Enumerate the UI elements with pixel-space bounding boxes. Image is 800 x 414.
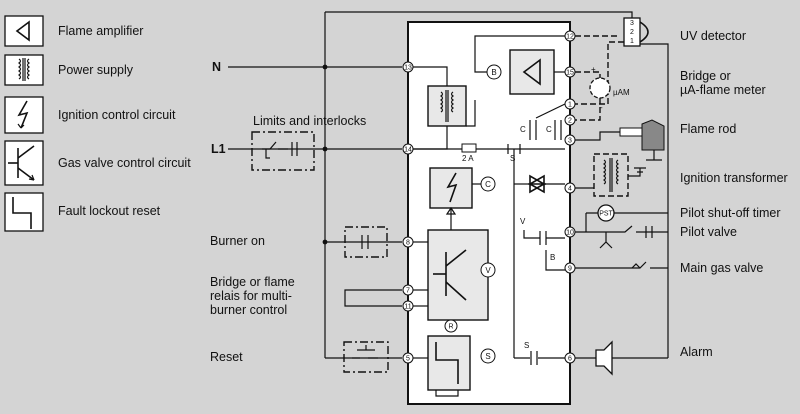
n-label: N [212, 60, 221, 74]
coupling-capacitors [529, 120, 562, 140]
svg-text:14: 14 [404, 147, 412, 154]
main-gas-valve-label: Main gas valve [680, 261, 763, 275]
legend-gas-valve-label: Gas valve control circuit [58, 156, 191, 170]
legend-power-supply-symbol [4, 54, 44, 86]
svg-text:10: 10 [566, 230, 574, 237]
internal-lightning-icon [446, 172, 458, 203]
ignition-transformer-label: Ignition transformer [680, 171, 788, 185]
svg-text:5: 5 [406, 356, 410, 363]
svg-text:S: S [524, 341, 529, 350]
l1-label: L1 [211, 142, 226, 156]
flame-amplifier-block [509, 49, 555, 95]
gas-valve-control-block [427, 229, 489, 321]
transformer-icon [17, 58, 31, 81]
flame-rod-symbol [641, 119, 665, 151]
bridge-jumper-wire [344, 289, 402, 307]
legend-power-supply-label: Power supply [58, 63, 134, 77]
lightning-icon [17, 100, 29, 129]
fuse-2a [461, 143, 477, 153]
svg-text:12: 12 [566, 34, 574, 41]
flame-rod-label: Flame rod [680, 122, 736, 136]
bridge-relais-label-3: burner control [210, 303, 287, 317]
svg-text:2: 2 [568, 118, 572, 125]
internal-lockout-icon [435, 342, 459, 384]
bridge-meter-label-1: Bridge or [680, 69, 731, 83]
legend-flame-amplifier-label: Flame amplifier [58, 24, 143, 38]
flame-meter-symbol [589, 77, 611, 99]
main-gas-valve-wire [575, 261, 668, 269]
alarm-label: Alarm [680, 345, 713, 359]
svg-text:11: 11 [404, 304, 411, 311]
legend-reset-symbol [4, 192, 44, 232]
limit-switch [262, 141, 288, 150]
svg-text:µAM: µAM [613, 88, 630, 97]
svg-text:2: 2 [630, 29, 634, 36]
ignition-transformer-icon [602, 158, 620, 192]
power-supply-block [427, 85, 467, 127]
bridge-meter-label-2: µA-flame meter [680, 83, 766, 97]
limits-label: Limits and interlocks [253, 114, 366, 128]
svg-text:S: S [510, 154, 515, 163]
legend: Flame amplifier Power supply Ignition co… [4, 15, 191, 232]
internal-transistor-icon [433, 249, 467, 301]
svg-text:1: 1 [568, 102, 572, 109]
svg-text:6: 6 [568, 356, 572, 363]
internal-transformer-icon [439, 90, 455, 122]
relay-v-coil [480, 262, 496, 278]
left-terminals: 13 14 8 7 11 5 [402, 61, 414, 364]
svg-text:8: 8 [406, 240, 410, 247]
svg-text:B: B [550, 253, 555, 262]
bridge-relais-label-1: Bridge or flame [210, 275, 295, 289]
bridge-relais-label-2: relais for multi- [210, 289, 292, 303]
svg-text:2 A: 2 A [462, 154, 474, 163]
fault-lockout-block [427, 335, 471, 391]
svg-text:13: 13 [404, 65, 412, 72]
uv-detector-label: UV detector [680, 29, 746, 43]
legend-flame-amplifier-symbol [4, 15, 44, 47]
ignition-control-block [429, 167, 473, 209]
reset-switch-box [343, 341, 389, 373]
legend-ignition-symbol [4, 96, 44, 134]
amplifier-icon [15, 20, 30, 42]
svg-text:9: 9 [568, 266, 572, 273]
ignition-transformer-box [593, 153, 629, 197]
pilot-valve-wire [575, 225, 668, 233]
top-wire [325, 11, 633, 22]
transistor-icon [8, 145, 35, 181]
legend-ignition-label: Ignition control circuit [58, 108, 176, 122]
pilot-valve-label: Pilot valve [680, 225, 737, 239]
burner-on-label: Burner on [210, 234, 265, 248]
svg-text:+: + [591, 65, 596, 74]
reset-label: Reset [210, 350, 243, 364]
relay-s-coil [480, 348, 496, 364]
svg-text:V: V [520, 217, 526, 226]
svg-text:4: 4 [568, 186, 572, 193]
uv-detector-symbol: 3 2 1 [623, 17, 649, 47]
svg-text:3: 3 [568, 138, 572, 145]
limits-interlocks-box [251, 131, 315, 171]
internal-amplifier-icon [522, 58, 541, 86]
alarm-horn-icon [595, 340, 613, 376]
svg-text:PST: PST [599, 211, 613, 218]
svg-text:-: - [600, 103, 603, 112]
legend-reset-label: Fault lockout reset [58, 204, 161, 218]
pilot-timer-label: Pilot shut-off timer [680, 206, 781, 220]
svg-text:R: R [448, 324, 453, 331]
svg-text:3: 3 [630, 20, 634, 27]
lockout-lamp-r [444, 319, 458, 333]
svg-text:V: V [485, 266, 491, 275]
svg-text:7: 7 [406, 288, 410, 295]
svg-text:B: B [491, 68, 496, 77]
svg-text:C: C [520, 125, 526, 134]
svg-text:C: C [485, 180, 491, 189]
svg-text:1: 1 [630, 38, 634, 45]
burner-on-contact-box [344, 226, 388, 258]
svg-text:C: C [546, 125, 552, 134]
svg-text:15: 15 [566, 70, 574, 77]
svg-text:S: S [485, 352, 490, 361]
lockout-step-icon [12, 197, 32, 229]
reset-pushbutton [352, 345, 378, 359]
